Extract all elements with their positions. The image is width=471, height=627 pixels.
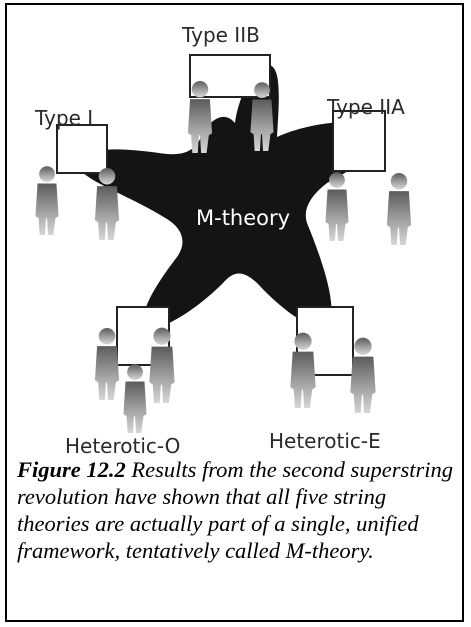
label-heterotic-o: Heterotic-O bbox=[65, 436, 180, 456]
label-type-iib: Type IIB bbox=[182, 25, 260, 45]
people-type-i bbox=[35, 166, 119, 240]
label-m-theory: M-theory bbox=[196, 208, 290, 229]
board-type-iia bbox=[333, 111, 385, 171]
label-type-iia: Type IIA bbox=[327, 97, 405, 117]
board-type-i bbox=[57, 125, 107, 173]
figure-caption: Figure 12.2 Results from the second supe… bbox=[17, 456, 457, 564]
label-heterotic-e: Heterotic-E bbox=[269, 431, 381, 451]
label-type-i: Type I bbox=[35, 108, 93, 128]
figure-frame: Type IIB Type I Type IIA M-theory Hetero… bbox=[5, 3, 464, 622]
figure-number: Figure 12.2 bbox=[17, 457, 126, 482]
people-type-iia bbox=[325, 172, 411, 245]
